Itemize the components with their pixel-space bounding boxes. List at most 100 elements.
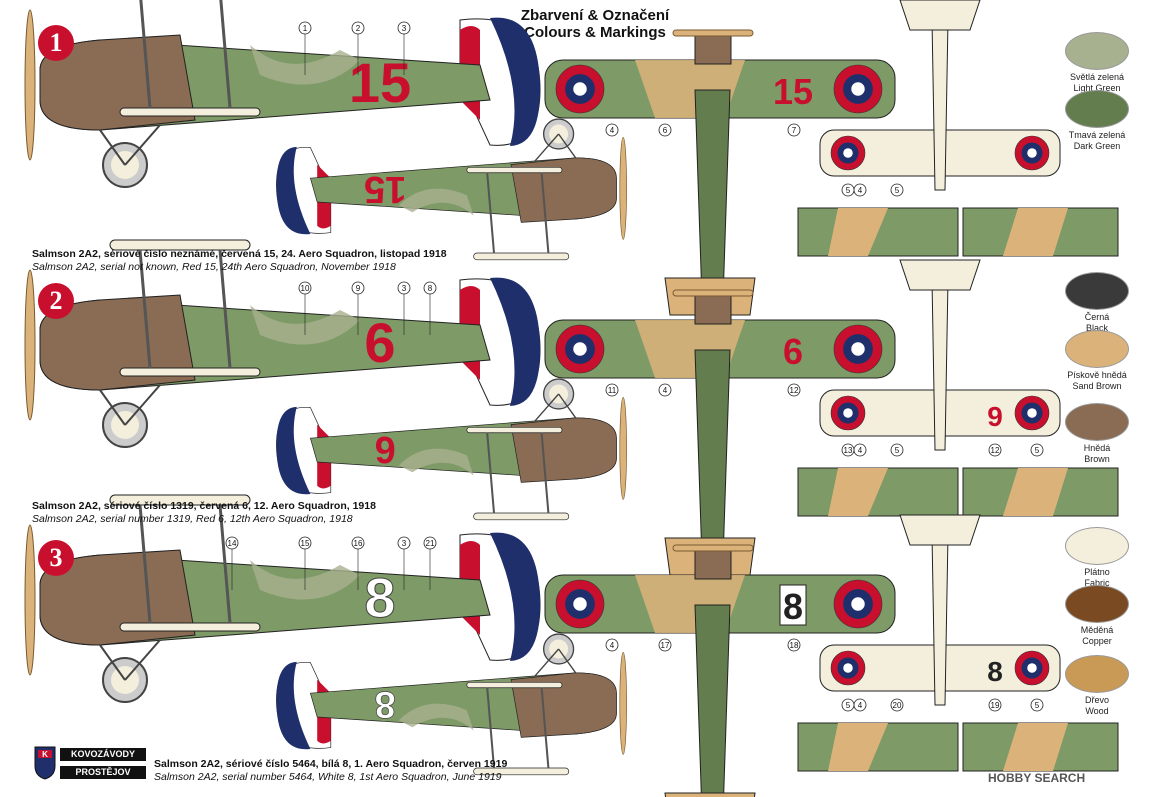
strip-camo xyxy=(828,468,888,516)
callout-circle xyxy=(658,638,672,652)
callout-5: 5 xyxy=(841,698,855,712)
strut xyxy=(540,432,550,514)
rudder-blue xyxy=(276,406,311,495)
logo-line-2: PROSTĚJOV xyxy=(60,766,146,779)
callout-circle xyxy=(658,123,672,137)
strut xyxy=(486,172,496,254)
fuselage-top xyxy=(694,349,731,561)
camo-patch xyxy=(398,448,474,476)
swatch-label-czech: Měděná xyxy=(1080,625,1114,635)
fuselage-number: 8 xyxy=(364,566,395,629)
engine-top xyxy=(694,291,732,325)
callout-5: 5 xyxy=(841,183,855,197)
callout-number: 2 xyxy=(356,24,361,33)
side-view-small: 15 xyxy=(276,118,627,261)
propeller-top xyxy=(672,289,754,297)
caption-1-english: Salmson 2A2, serial not known, Red 15, 2… xyxy=(32,261,396,273)
bottom-view-2: 9 xyxy=(819,259,1061,451)
roundel-white xyxy=(573,342,587,356)
callout-circle xyxy=(890,443,904,457)
lower-wing xyxy=(466,166,563,174)
propeller xyxy=(619,652,627,755)
roundel-left xyxy=(830,135,866,171)
callout-circle xyxy=(658,383,672,397)
callout-number: 4 xyxy=(663,386,668,395)
top-number: 15 xyxy=(773,71,813,112)
upper-wing xyxy=(473,252,570,261)
side-view-small: 8 xyxy=(276,633,627,776)
tailplane-bottom xyxy=(899,0,981,31)
propeller xyxy=(24,524,36,676)
shield-icon: K xyxy=(34,746,56,780)
caption-2-english: Salmson 2A2, serial number 1319, Red 6, … xyxy=(32,513,353,525)
callout-circle xyxy=(423,536,437,550)
watermark: HOBBY SEARCH xyxy=(988,771,1086,785)
roundel-white xyxy=(851,597,865,611)
upper-wing xyxy=(109,239,251,251)
callout-number: 4 xyxy=(610,126,615,135)
propeller xyxy=(24,269,36,421)
callout-circle xyxy=(787,123,801,137)
callout-number: 4 xyxy=(858,701,863,710)
callout-number: 12 xyxy=(790,386,799,395)
roundel-right xyxy=(833,579,883,629)
strip-camo xyxy=(1003,723,1068,771)
undercarriage xyxy=(534,393,560,422)
fuselage-bottom xyxy=(931,279,949,451)
caption-3: Salmson 2A2, sériové číslo 5464, bílá 8,… xyxy=(154,758,507,784)
strip-camo xyxy=(1003,208,1068,256)
lower-wing xyxy=(119,367,261,377)
callout-circle xyxy=(988,443,1002,457)
callout-number: 12 xyxy=(991,446,1000,455)
callout-circle xyxy=(787,383,801,397)
roundel-left xyxy=(555,579,605,629)
callout-circle xyxy=(351,21,365,35)
propeller-top xyxy=(672,29,754,37)
bottom-view-3: 8 xyxy=(819,514,1061,706)
roundel-white xyxy=(1027,408,1037,418)
profile-badge-3: 3 xyxy=(38,540,74,576)
callout-2: 2 xyxy=(351,21,365,75)
strut xyxy=(218,504,232,624)
callout-circle xyxy=(605,638,619,652)
callout-circle xyxy=(298,536,312,550)
caption-3-czech: Salmson 2A2, sériové číslo 5464, bílá 8,… xyxy=(154,758,508,770)
rudder-blue xyxy=(490,17,540,146)
fuselage-number: 6 xyxy=(364,311,395,374)
callout-circle xyxy=(225,536,239,550)
caption-1-czech: Salmson 2A2, sériové číslo neznámé, červ… xyxy=(32,248,447,260)
swatch-colour xyxy=(1065,90,1129,128)
callout-circle xyxy=(1030,443,1044,457)
engine-top xyxy=(694,31,732,65)
tailplane-bottom xyxy=(899,259,981,291)
callout-3: 3 xyxy=(397,536,411,590)
engine-cowling xyxy=(510,417,617,483)
number-panel xyxy=(779,584,807,626)
fuselage-number: 6 xyxy=(375,428,396,470)
undercarriage xyxy=(534,133,560,162)
callout-circle xyxy=(890,698,904,712)
undercarriage xyxy=(99,129,126,166)
propeller xyxy=(619,397,627,500)
callout-7: 7 xyxy=(787,123,801,137)
caption-3-english: Salmson 2A2, serial number 5464, White 8… xyxy=(154,771,502,783)
callout-circle xyxy=(423,281,437,295)
callout-4: 4 xyxy=(853,698,867,712)
propeller-top xyxy=(672,544,754,552)
swatch-label-czech: Dřevo xyxy=(1084,695,1109,705)
roundel-left xyxy=(830,650,866,686)
callout-12: 12 xyxy=(988,443,1002,457)
strut xyxy=(139,0,152,109)
roundel-right xyxy=(1014,650,1050,686)
callout-circle xyxy=(988,698,1002,712)
upper-wing xyxy=(473,512,570,521)
callout-5: 5 xyxy=(890,183,904,197)
caption-1: Salmson 2A2, sériové číslo neznámé, červ… xyxy=(32,248,447,274)
callout-number: 3 xyxy=(402,284,407,293)
camo-patch xyxy=(398,188,474,216)
rudder-blue xyxy=(276,661,311,750)
swatch-label-english: Brown xyxy=(1084,454,1110,464)
strut xyxy=(138,504,152,624)
